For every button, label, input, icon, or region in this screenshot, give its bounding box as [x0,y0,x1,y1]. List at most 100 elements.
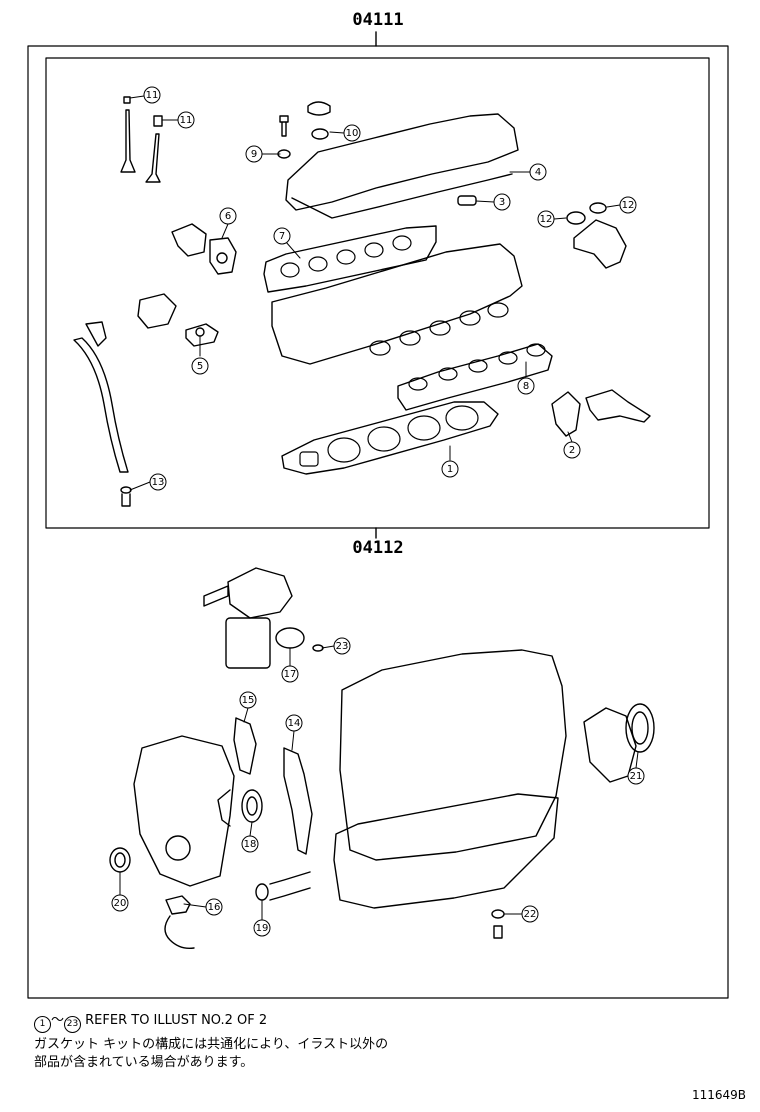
callout-c17: 17 [281,665,299,683]
crank-front-seal-part [217,789,263,827]
japanese-note-line2: 部品が含まれている場合があります。 [34,1055,254,1070]
callout-c3: 3 [493,193,511,211]
callout-c19: 19 [253,919,271,937]
exhaust-manifold-gasket-part [397,343,553,411]
inner-kit-frame [45,57,710,529]
callout-label: 6 [225,211,231,222]
pipe-gasket-part [255,871,311,901]
callout-label: 7 [279,231,285,242]
callout-circle [537,210,555,228]
oil-filler-cap-part [307,101,331,140]
dipstick-guide-part [73,321,132,507]
callout-label: 20 [114,898,127,909]
callout-circle [205,898,223,916]
callout-label: 16 [208,902,221,913]
callout-label: 11 [146,90,159,101]
callout-c1: 1 [441,460,459,478]
front-case-part [133,735,235,887]
callout-circle [149,473,167,491]
intake-valve-part [120,96,136,173]
callout-c21: 21 [627,767,645,785]
callout-circle [529,163,547,181]
callout-label: 22 [524,909,537,920]
range-start-callout: 1 [34,1016,51,1033]
pump-gasket-part [283,747,313,855]
callout-label: 23 [336,641,349,652]
water-outlet-part [566,202,627,269]
callout-label: 5 [197,361,203,372]
kit-number-04112: 04112 [352,538,403,558]
callout-c5: 5 [191,357,209,375]
callout-label: 12 [540,214,553,225]
head-cover-seal-strip [291,173,513,219]
kit-number-04111: 04111 [352,10,403,30]
callout-c20: 20 [111,894,129,912]
callout-c4: 4 [529,163,547,181]
callout-circle [273,227,291,245]
plug-tube-gasket-part [457,195,477,206]
callout-circle [521,905,539,923]
callout-c6: 6 [219,207,237,225]
oil-filter-bracket-part [203,567,324,669]
callout-c8: 8 [517,377,535,395]
callout-c15: 15 [239,691,257,709]
callout-label: 19 [256,923,269,934]
callout-c22: 22 [521,905,539,923]
callout-circle [343,124,361,142]
japanese-note-line1: ガスケット キットの構成には共通化により、イラスト以外の [34,1037,389,1052]
callout-c10: 10 [343,124,361,142]
callout-c11b: 11 [177,111,195,129]
callout-label: 18 [244,839,257,850]
callout-label: 2 [569,445,575,456]
callout-circle [241,835,259,853]
callout-label: 1 [447,464,453,475]
callout-circle [239,691,257,709]
callout-label: 13 [152,477,165,488]
cover-bolt-part [277,115,291,159]
callout-label: 10 [346,128,359,139]
cam-oil-seal-part [109,847,131,873]
callout-label: 21 [630,771,643,782]
callout-label: 3 [499,197,505,208]
callout-circle [619,196,637,214]
flange-gasket-part [551,389,651,437]
intake-manifold-gasket-part [263,225,437,293]
illustration-number: 111649B [691,1088,746,1102]
callout-leaders [119,95,639,921]
callout-c12a: 12 [537,210,555,228]
callout-c13: 13 [149,473,167,491]
callout-label: 4 [535,167,541,178]
callout-circle [493,193,511,211]
callout-c12b: 12 [619,196,637,214]
cylinder-head-gasket-part [281,401,499,475]
cylinder-block-part [339,649,567,861]
range-end-callout: 23 [64,1016,82,1033]
callout-circle [177,111,195,129]
callout-label: 11 [180,115,193,126]
cylinder-head-part [271,243,523,365]
water-bypass-part [137,293,219,347]
callout-c16: 16 [205,898,223,916]
oil-strainer-part [164,895,195,950]
callout-c7: 7 [273,227,291,245]
callout-circle [219,207,237,225]
callout-circle [285,714,303,732]
rear-oil-seal-part [583,703,655,783]
callout-circle [191,357,209,375]
callout-label: 12 [622,200,635,211]
callout-circle [143,86,161,104]
callout-c2: 2 [563,441,581,459]
callout-circle [563,441,581,459]
callout-circle [333,637,351,655]
callout-label: 17 [284,669,297,680]
reference-text: REFER TO ILLUST NO.2 OF 2 [81,1013,268,1028]
outer-kit-frame [27,45,729,999]
callout-circle [627,767,645,785]
reference-note: 1～23 REFER TO ILLUST NO.2 OF 2 [34,1012,267,1033]
callout-c11a: 11 [143,86,161,104]
callout-c18: 18 [241,835,259,853]
callout-label: 15 [242,695,255,706]
callout-c23: 23 [333,637,351,655]
callout-circle [517,377,535,395]
